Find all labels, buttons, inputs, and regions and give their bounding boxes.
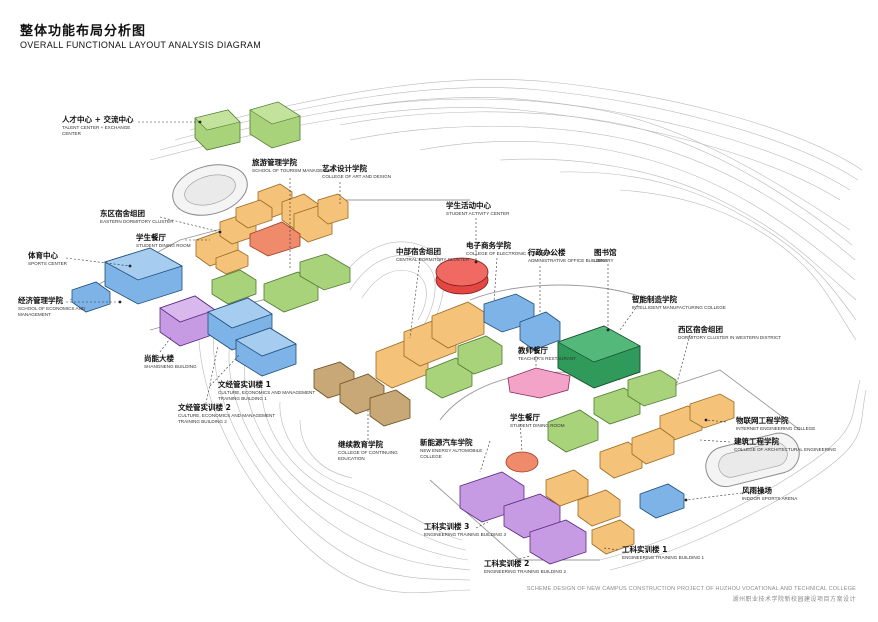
label-iot-engineering: 物联网工程学院 INTERNET ENGINEERING COLLEGE (736, 416, 816, 431)
building-admin-office (483, 293, 561, 351)
label-western-dorm: 西区宿舍组团 DORMITORY CLUSTER IN WESTERN DIST… (678, 325, 782, 340)
label-culture-training-2: 文经管实训楼 2 CULTURE, ECONOMICS AND MANAGEME… (178, 403, 276, 424)
building-talent-center (194, 101, 301, 151)
building-engineering-training (459, 471, 587, 565)
label-economics-school: 经济管理学院 SCHOOL OF ECONOMICS AND MANAGEMEN… (18, 296, 86, 317)
label-library: 图书馆 LIBRARY (594, 248, 617, 263)
arena-track (705, 432, 800, 488)
label-shangneng-building: 尚能大楼 SHANGNENG BUILDING (144, 354, 197, 369)
label-new-energy: 新能源汽车学院 NEW ENERGY AUTOMOBILE COLLEGE (420, 438, 483, 459)
label-engineering-training-2: 工科实训楼 2 ENGINEERING TRAINING BUILDING 2 (484, 559, 567, 574)
label-central-dorm: 中部宿舍组团 CENTRAL DORMITORY CLUSTER (396, 247, 470, 262)
label-student-dining-south: 学生餐厅 STUDENT DINING ROOM (510, 413, 565, 428)
building-teacher-restaurant (507, 367, 571, 399)
label-student-dining-east: 学生餐厅 STUDENT DINING ROOM (136, 233, 191, 248)
label-engineering-training-1: 工科实训楼 1 ENGINEERING TRAINING BUILDING 1 (622, 545, 705, 560)
label-admin-office: 行政办公楼 ADMINISTRATIVE OFFICE BUILDING (528, 248, 608, 263)
terrain-contours (149, 79, 867, 593)
footer-project-en: SCHEME DESIGN OF NEW CAMPUS CONSTRUCTION… (526, 586, 856, 592)
building-student-dining-east (249, 221, 301, 257)
building-library (557, 325, 641, 389)
leader-lines (65, 121, 751, 565)
leader-dots (118, 120, 708, 502)
page-subtitle: OVERALL FUNCTIONAL LAYOUT ANALYSIS DIAGR… (20, 40, 261, 50)
label-eastern-dorm: 东区宿舍组团 EASTERN DORMITORY CLUSTER (100, 209, 174, 224)
building-student-dining-south (505, 451, 539, 473)
label-intelligent-mfg: 智能制造学院 INTELLIGENT MANUFACTURING COLLEGE (632, 295, 726, 310)
building-ecommerce (425, 335, 503, 399)
building-student-activity (435, 257, 489, 295)
label-student-activity: 学生活动中心 STUDENT ACTIVITY CENTER (446, 201, 510, 216)
label-architecture: 建筑工程学院 COLLEGE OF ARCHITECTURAL ENGINEER… (734, 437, 837, 452)
page-title: 整体功能布局分析图 (20, 24, 147, 39)
building-sports-center (71, 247, 183, 313)
label-indoor-arena: 风雨操场 INDOOR SPORTS ARENA (742, 486, 798, 501)
building-intelligent-mfg (547, 369, 677, 453)
building-central-dorm (375, 301, 485, 389)
building-western-dorm (599, 393, 735, 479)
label-sports-center: 体育中心 SPORTS CENTER (28, 251, 67, 266)
label-continuing-edu: 继续教育学院 COLLEGE OF CONTINUING EDUCATION (338, 440, 398, 461)
building-green-west (211, 253, 351, 313)
building-engineering-training-1 (545, 469, 635, 555)
header: 整体功能布局分析图 OVERALL FUNCTIONAL LAYOUT ANAL… (20, 20, 261, 50)
label-tourism-school: 旅游管理学院 SCHOOL OF TOURISM MANAGEMENT (252, 158, 336, 173)
sports-field (172, 164, 248, 216)
building-tourism-art (257, 183, 349, 243)
footer-project-cn: 湖州职业技术学院新校园建设项目方案设计 (732, 596, 856, 603)
label-art-design: 艺术设计学院 COLLEGE OF ART AND DESIGN (322, 164, 392, 179)
building-culture-training (207, 297, 297, 377)
label-culture-training-1: 文经管实训楼 1 CULTURE, ECONOMICS AND MANAGEME… (218, 380, 316, 401)
building-indoor-arena (639, 483, 685, 519)
label-teacher-restaurant: 教师餐厅 TEACHER'S RESTAURANT (518, 346, 576, 361)
building-eastern-dorm (195, 199, 273, 275)
building-continuing-edu (313, 361, 411, 427)
footer: SCHEME DESIGN OF NEW CAMPUS CONSTRUCTION… (527, 586, 856, 603)
building-economics-mgmt (159, 295, 216, 347)
label-engineering-training-3: 工科实训楼 3 ENGINEERING TRAINING BUILDING 3 (424, 522, 507, 537)
label-ecommerce: 电子商务学院 COLLEGE OF ELECTRONIC COMMERCE (466, 241, 555, 256)
label-talent-center: 人才中心 + 交流中心 TALENT CENTER + EXCHANGE CEN… (62, 115, 134, 136)
